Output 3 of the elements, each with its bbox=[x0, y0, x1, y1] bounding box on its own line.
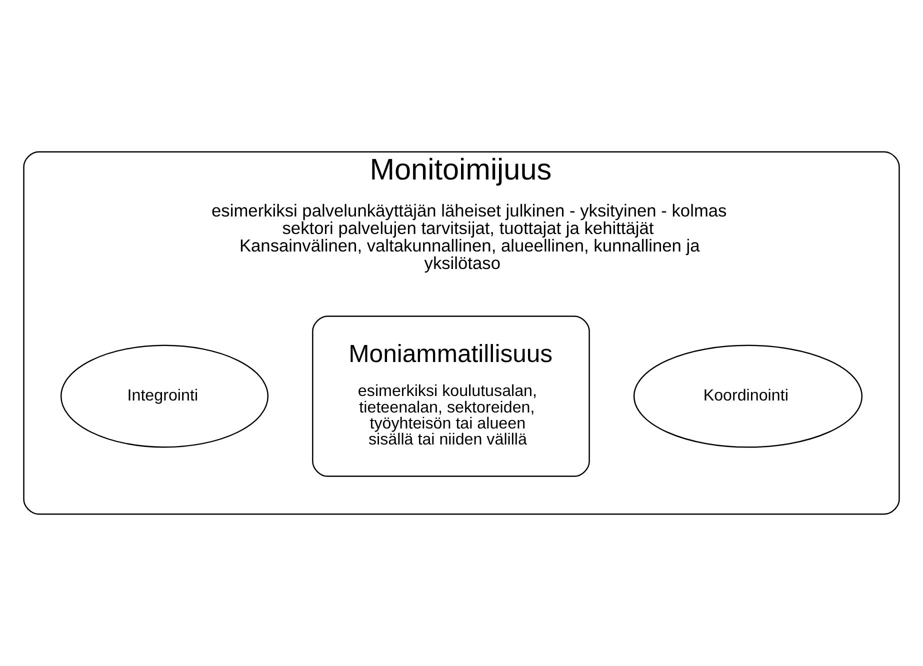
node-ellipse: Koordinointi bbox=[633, 344, 863, 448]
node-box: Moniammatillisuus esimerkiksi koulutusalan, tieteenalan, sektoreiden, työyhteisön tai alueen sisällä tai niiden välillä bbox=[312, 316, 590, 477]
node-ellipse: Integrointi bbox=[60, 344, 269, 448]
